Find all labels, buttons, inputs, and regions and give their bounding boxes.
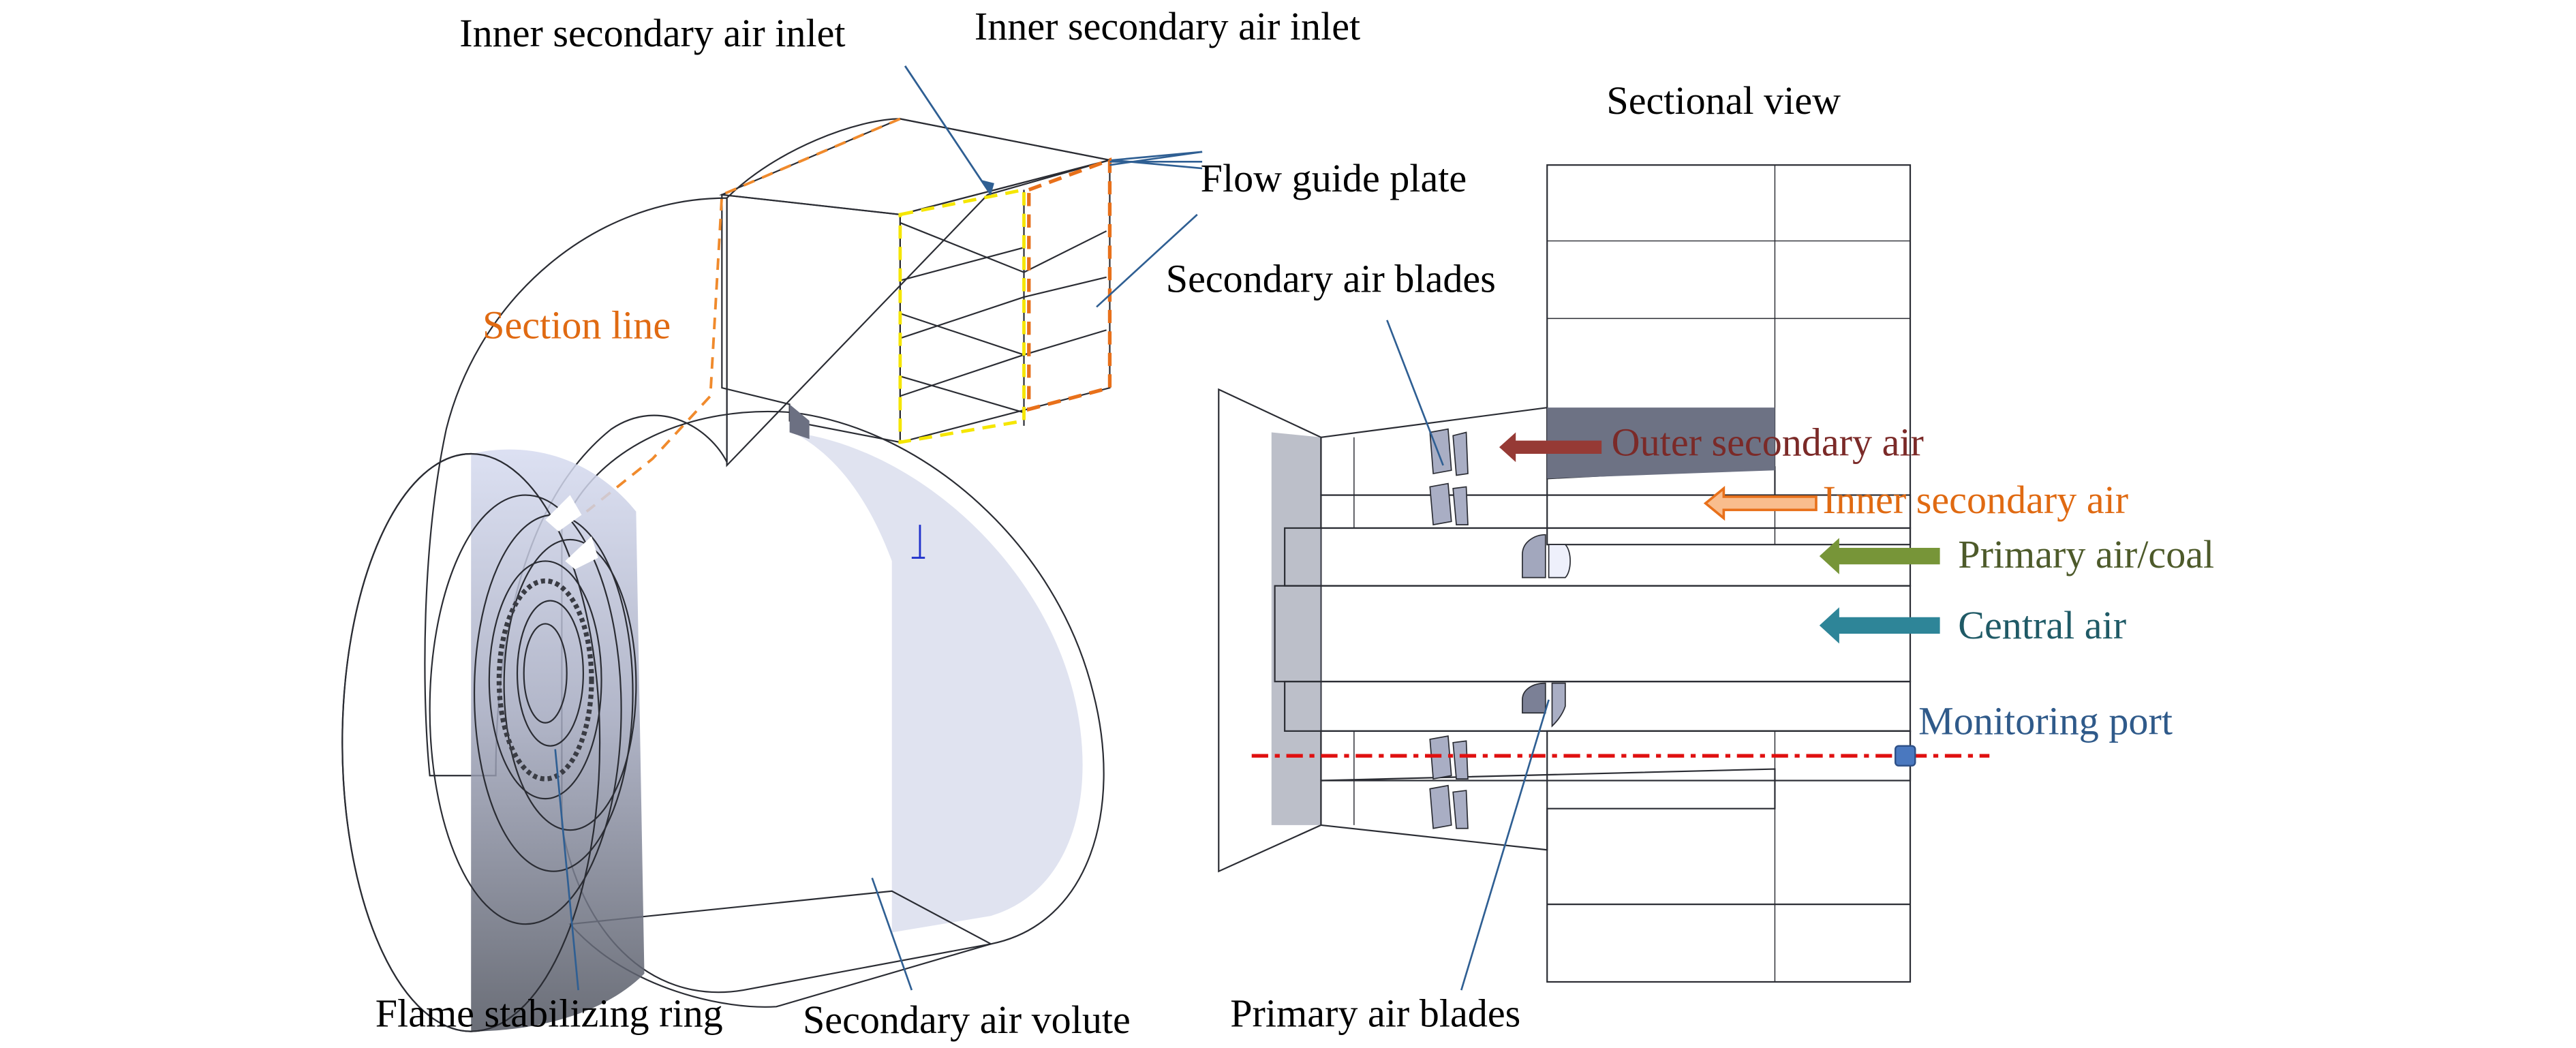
- text-labels: Inner secondary air inlet Inner secondar…: [375, 4, 2214, 1042]
- drum-face-highlight: [793, 432, 1083, 933]
- quarl-to-drum: [471, 449, 645, 1032]
- volute-back-plate: [424, 197, 728, 777]
- central-channel: [1274, 585, 1912, 683]
- secondary-ring-2: [503, 538, 637, 831]
- outer-inlet-outline: [1027, 157, 1112, 412]
- central-tube-outer: [516, 600, 584, 747]
- label-inner-inlet-2: Inner secondary air inlet: [975, 4, 1360, 48]
- monitoring-port-marker: [1895, 745, 1916, 767]
- flame-stabilizing-ring: [488, 560, 602, 800]
- label-central-air: Central air: [1958, 603, 2126, 647]
- section-line: [585, 117, 901, 513]
- label-sectional-view: Sectional view: [1606, 78, 1841, 123]
- flow-guide-plates: [900, 189, 1107, 426]
- flow-arrow-primary: [1819, 538, 1940, 574]
- quarl-inner-ring: [429, 494, 622, 925]
- primary-channel: [1284, 527, 1912, 587]
- quarl-outer-rim-edge: [341, 452, 601, 1032]
- central-tube-bore: [523, 623, 568, 724]
- burner-3d-model: [341, 117, 1112, 1032]
- label-outer-secondary-air: Outer secondary air: [1612, 420, 1924, 464]
- label-primary-air-blades: Primary air blades: [1230, 991, 1520, 1035]
- label-flow-guide-plate: Flow guide plate: [1201, 156, 1467, 200]
- flame-ring-teeth: [496, 578, 594, 782]
- swirl-blade-gap-1: [545, 495, 582, 531]
- label-section-line: Section line: [482, 303, 671, 347]
- label-secondary-air-blades: Secondary air blades: [1166, 257, 1496, 301]
- sectional-view: [1218, 164, 1990, 983]
- label-flame-stabilizing-ring: Flame stabilizing ring: [375, 991, 723, 1035]
- inlet-front-face: [899, 159, 1111, 444]
- swirl-blade-gap-2: [565, 536, 598, 570]
- label-inner-inlet-1: Inner secondary air inlet: [459, 11, 845, 55]
- leader-lines: [554, 65, 1550, 991]
- flow-arrow-outer-secondary: [1499, 432, 1602, 463]
- flow-arrow-inner-secondary: [1703, 486, 1818, 521]
- label-primary-air-coal: Primary air/coal: [1958, 532, 2214, 576]
- inner-inlet-outline: [898, 187, 1026, 444]
- coordinate-triad-icon: [911, 525, 925, 559]
- inlet-duct-top: [719, 118, 1110, 215]
- volute-throat: [789, 404, 810, 440]
- inlet-duct-side: [721, 194, 901, 444]
- flow-arrow-central: [1819, 607, 1940, 644]
- quarl-wall-inner: [1271, 432, 1321, 825]
- primary-channel-lower: [1284, 681, 1912, 732]
- label-inner-secondary-air: Inner secondary air: [1823, 478, 2129, 522]
- housing-top: [1546, 164, 1912, 546]
- primary-air-blades: [1522, 534, 1571, 728]
- inner-secondary-channel: [1320, 494, 1912, 529]
- outer-secondary-channel-light: [1547, 407, 1775, 479]
- label-monitoring-port: Monitoring port: [1918, 699, 2173, 743]
- secondary-air-blades: [1429, 428, 1469, 829]
- label-secondary-air-volute: Secondary air volute: [803, 998, 1131, 1042]
- housing-bottom: [1546, 730, 1912, 983]
- volute-top-surface: [726, 118, 1110, 467]
